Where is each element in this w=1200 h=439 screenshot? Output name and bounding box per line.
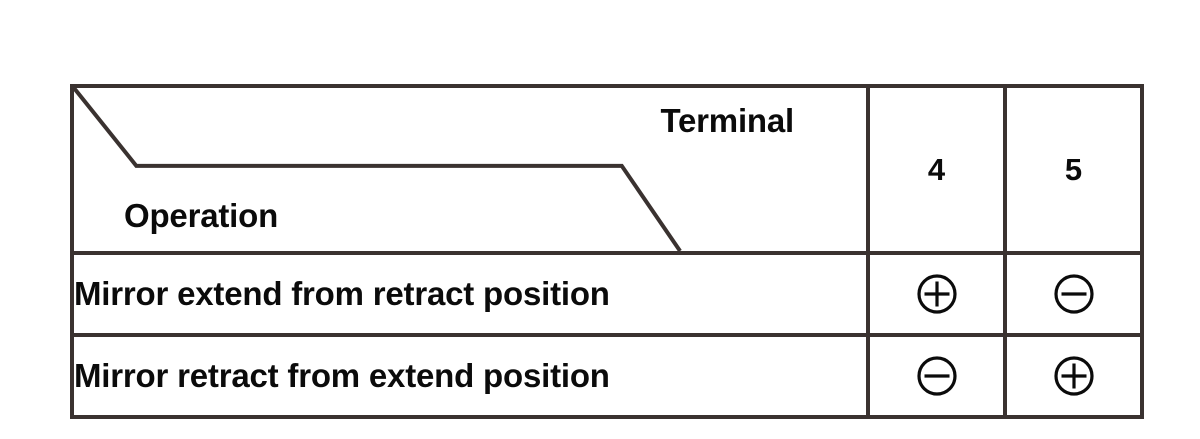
table-header-row: Terminal Operation 4 5	[70, 84, 1144, 255]
operation-label: Mirror retract from extend position	[70, 333, 870, 419]
polarity-cell-row1-col5	[1003, 333, 1144, 419]
polarity-cell-row1-col4	[866, 333, 1007, 419]
polarity-cell-row0-col4	[866, 251, 1007, 337]
table-row: Mirror retract from extend position	[70, 333, 1144, 419]
terminal-column-header-4: 4	[866, 84, 1007, 255]
table-row: Mirror extend from retract position	[70, 251, 1144, 337]
circled-minus-icon	[1052, 272, 1096, 316]
polarity-cell-row0-col5	[1003, 251, 1144, 337]
circled-plus-icon	[1052, 354, 1096, 398]
operation-label: Mirror extend from retract position	[70, 251, 870, 337]
circled-plus-icon	[915, 272, 959, 316]
circled-minus-icon	[915, 354, 959, 398]
terminal-operation-table: Terminal Operation 4 5 Mirror extend fro…	[70, 84, 1144, 419]
terminal-column-header-5: 5	[1003, 84, 1144, 255]
row-axis-label: Operation	[124, 197, 279, 234]
column-axis-label: Terminal	[660, 102, 795, 139]
polarity-spec-table: Terminal Operation 4 5 Mirror extend fro…	[70, 84, 1144, 419]
split-diagonal-header-cell: Terminal Operation	[70, 84, 870, 255]
